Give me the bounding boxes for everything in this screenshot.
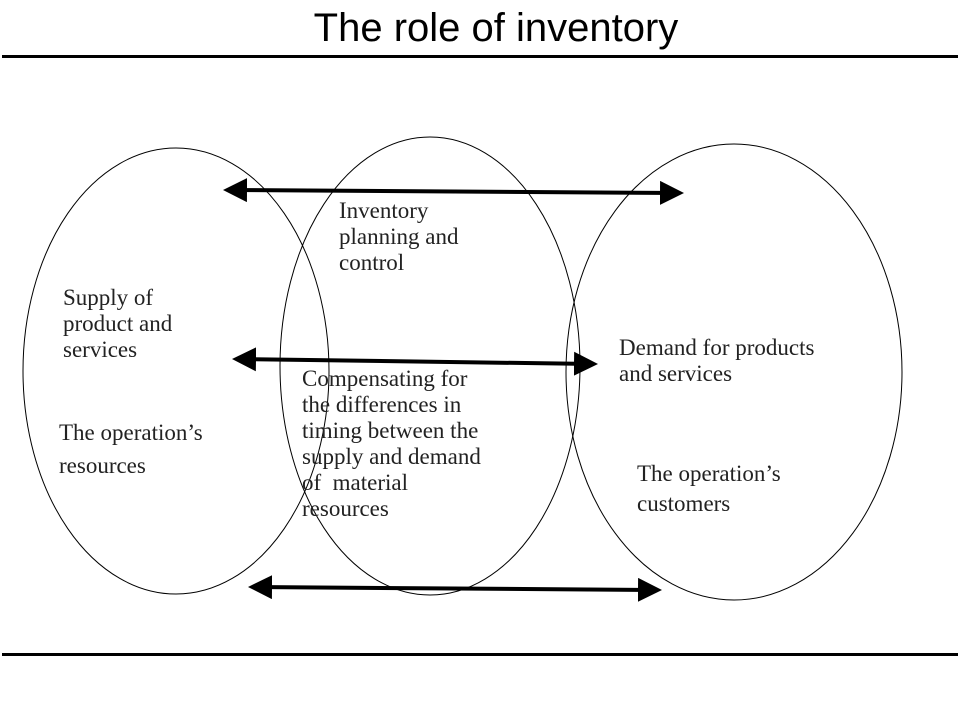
text-line: Compensating for <box>302 366 468 391</box>
compensating-label: Compensating for the differences in timi… <box>302 366 481 522</box>
text-line: of material <box>302 470 409 495</box>
double-arrow-bottom <box>248 575 662 602</box>
text-line: customers <box>637 491 731 516</box>
supply-ellipse <box>22 147 330 595</box>
text-line: timing between the <box>302 418 479 443</box>
text-line: resources <box>302 496 389 521</box>
text-line: Supply of <box>63 285 154 310</box>
top-divider <box>2 55 958 58</box>
text-line: Inventory <box>339 198 429 223</box>
text-line: services <box>63 337 138 362</box>
text-line: supply and demand <box>302 444 481 469</box>
text-line: the differences in <box>302 392 462 417</box>
text-line: and services <box>619 361 733 386</box>
inventory-planning-label: Inventory planning and control <box>339 198 458 276</box>
text-line: control <box>339 250 405 275</box>
text-line: The operation’s <box>637 461 781 486</box>
double-arrow-middle <box>232 347 598 376</box>
text-line: planning and <box>339 224 459 249</box>
supply-label: Supply of product and services <box>63 285 172 363</box>
text-line: The operation’s <box>59 420 203 445</box>
double-arrow-top <box>223 178 684 205</box>
resources-label: The operation’s resources <box>59 416 203 482</box>
customers-label: The operation’s customers <box>637 459 781 519</box>
bottom-divider <box>2 653 958 656</box>
page-title: The role of inventory <box>313 6 679 50</box>
text-line: Demand for products <box>619 335 815 360</box>
demand-label: Demand for products and services <box>619 335 814 387</box>
text-line: resources <box>59 453 146 478</box>
text-line: product and <box>63 311 173 336</box>
